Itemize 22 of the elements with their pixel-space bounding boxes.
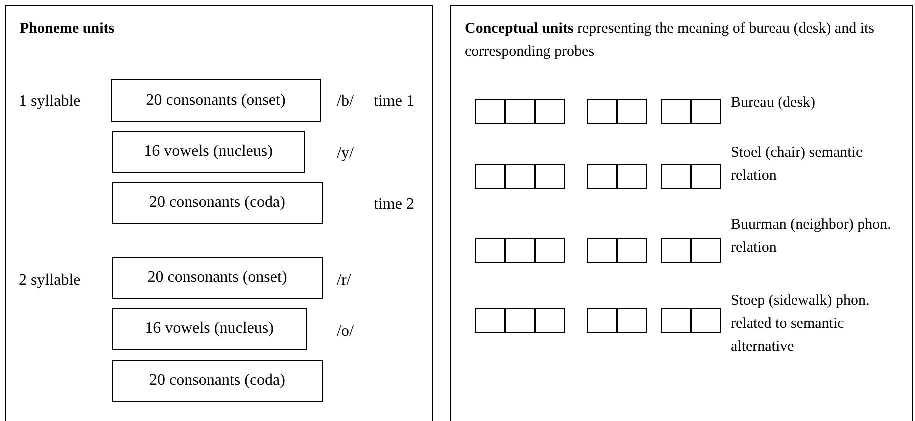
panel (450, 5, 913, 421)
unit-box: 16 vowels (nucleus) (112, 308, 307, 350)
probe-label: Bureau (desk) (731, 94, 817, 113)
unit-box: 16 vowels (nucleus) (112, 131, 305, 173)
unit-box: 20 consonants (onset) (111, 79, 321, 122)
panel (5, 5, 433, 421)
unit-box: 20 consonants (coda) (112, 182, 323, 224)
row-label: 2 syllable (19, 271, 82, 291)
row-label: 1 syllable (19, 92, 82, 112)
probe-label: Stoel (chair) semantic relation (731, 144, 864, 186)
unit-box: 20 consonants (coda) (112, 360, 323, 402)
probe-label: Buurman (neighbor) phon. relation (731, 216, 892, 258)
row-label: /r/ (337, 271, 352, 291)
row-label: /b/ (337, 92, 355, 112)
panel-heading: Conceptual units representing the meaning of bureau (desk) and its corresponding probes (465, 20, 876, 62)
row-label: time 1 (374, 92, 416, 112)
unit-box: 20 consonants (onset) (112, 257, 323, 299)
row-label: /o/ (337, 322, 355, 342)
probe-label: Stoep (sidewalk) phon. related to semantic alternative (731, 292, 871, 357)
row-label: /y/ (337, 144, 355, 164)
row-label: time 2 (374, 195, 416, 215)
panel-heading: Phoneme units (20, 20, 116, 39)
